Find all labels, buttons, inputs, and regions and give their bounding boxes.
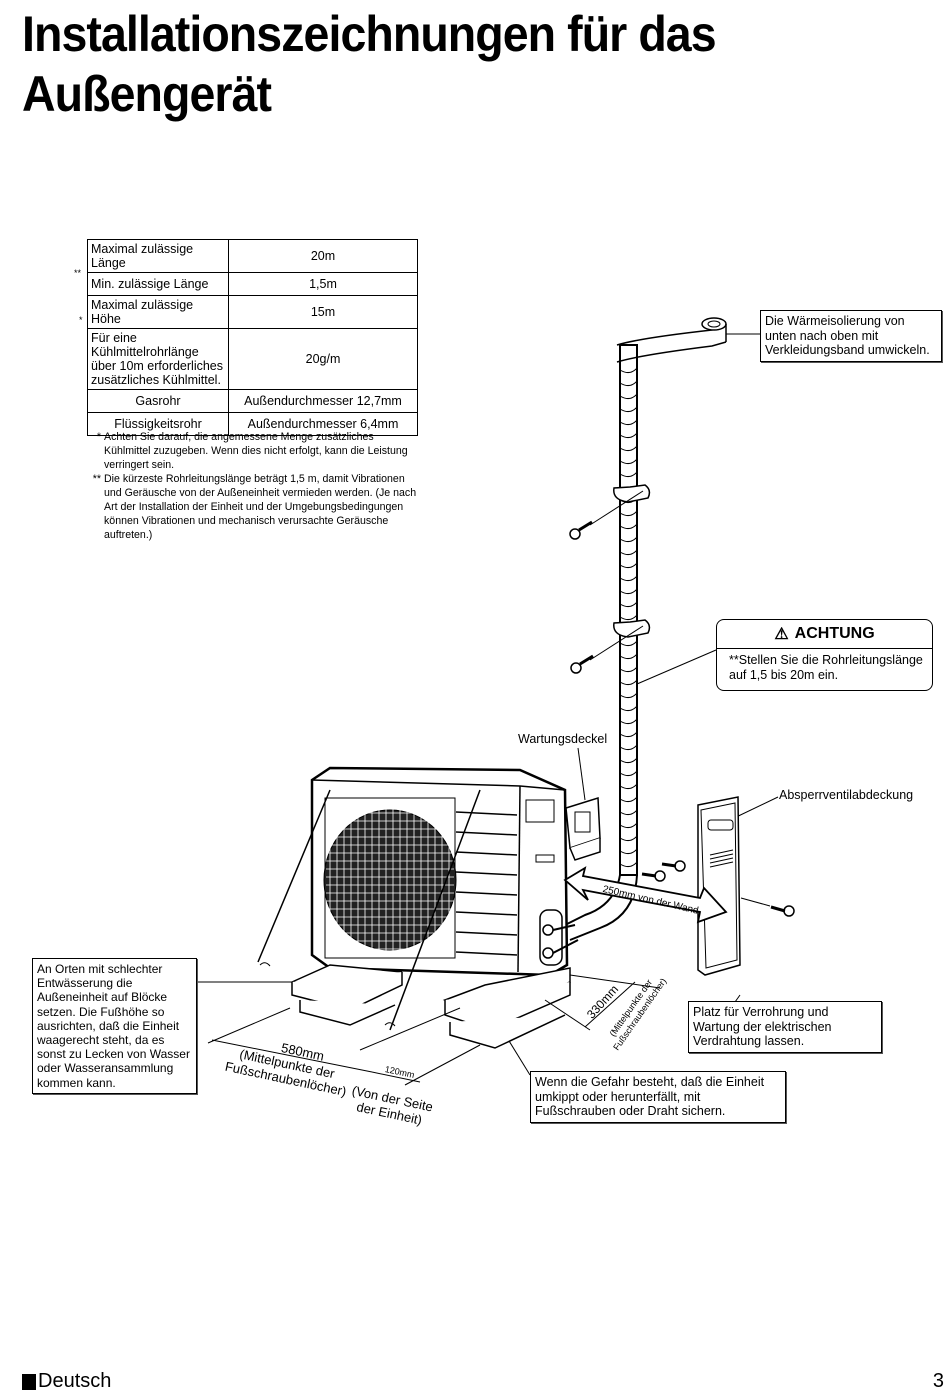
row-value: 20g/m	[228, 328, 418, 390]
table-row: Flüssigkeitsrohr Außendurchmesser 6,4mm	[87, 412, 418, 436]
pipe-wrap-line	[619, 510, 638, 517]
row-value: 1,5m	[228, 272, 418, 296]
space-callout: Platz für Verrohrung und Wartung der ele…	[688, 1001, 882, 1053]
pipe-wrap-line	[619, 445, 638, 452]
pipe-wrap-line	[619, 705, 638, 712]
pipe-wrap-line	[619, 744, 638, 751]
row-label: Min. zulässige Länge	[87, 272, 229, 296]
pipe-wrap-line	[619, 549, 638, 556]
pipe-wrap-line	[619, 575, 638, 582]
pipe-wrap-line	[619, 380, 638, 387]
service-cover-label: Wartungsdeckel	[518, 732, 608, 746]
pipe-wrap-line	[619, 406, 638, 413]
pipe-wrap-line	[619, 796, 638, 803]
footnote: * Achten Sie darauf, die angemessene Men…	[96, 431, 408, 471]
warning-box: ⚠ ACHTUNG **Stellen Sie die Rohrleitungs…	[716, 619, 933, 691]
pipe-wrap-line	[619, 848, 638, 855]
dimension-lines	[207, 789, 661, 1086]
side-panel-line	[455, 871, 518, 876]
pipe-wrap-line	[619, 458, 638, 465]
outdoor-unit-icon	[310, 766, 579, 977]
valve-cover-label: Absperrventilabdeckung	[779, 788, 914, 802]
pipe-spec-table: Maximal zulässige Länge 20m Min. zulässi…	[87, 239, 418, 436]
pipe-wrap-line	[619, 770, 638, 777]
warning-text: **Stellen Sie die Rohrleitungslänge auf …	[729, 653, 923, 682]
page-title: Installationszeichnungen für das Außenge…	[22, 6, 717, 122]
pipe-wrap-line	[619, 588, 638, 595]
footnote-mark: **	[74, 268, 82, 278]
pipe-wrap-line	[619, 861, 638, 868]
square-bullet-icon	[22, 1373, 36, 1390]
pipe-wrap-line	[619, 783, 638, 790]
insulation-callout: Die Wärmeisolierung von unten nach oben …	[760, 310, 942, 362]
row-value: 20m	[228, 239, 418, 273]
pipe-wrap-line	[619, 809, 638, 816]
pipe-wrap-line	[619, 731, 638, 738]
distance-arrow	[563, 866, 728, 924]
pipe-wrap-line	[619, 614, 638, 621]
pipe-wrap-line	[619, 562, 638, 569]
page-number: 3	[932, 1370, 944, 1392]
footnotes: * Achten Sie darauf, die angemessene Men…	[88, 430, 418, 542]
footnote: ** Die kürzeste Rohrleitungslänge beträg…	[92, 473, 417, 541]
row-label: Maximal zulässige Länge	[87, 239, 229, 273]
secure-callout: Wenn die Gefahr besteht, daß die Einheit…	[530, 1071, 786, 1123]
side-panel-line	[455, 811, 518, 816]
table-row: Gasrohr Außendurchmesser 12,7mm	[87, 389, 418, 413]
pipe-wrap-line	[619, 692, 638, 699]
row-label: Maximal zulässige Höhe	[87, 295, 229, 329]
pipe-wrap-line	[619, 653, 638, 660]
blocks-callout: An Orten mit schlechter Entwässerung die…	[32, 958, 197, 1094]
pipe-wrap-line	[619, 419, 638, 426]
service-cover-icon	[565, 796, 601, 861]
valve-cover-icon	[697, 796, 741, 976]
pipe-wrap-line	[619, 757, 638, 764]
pipe-wrap-line	[619, 601, 638, 608]
pipe-wrap-line	[619, 718, 638, 725]
pipe-wrap-line	[619, 679, 638, 686]
row-label: Flüssigkeitsrohr	[87, 412, 229, 436]
pipe-wrap-line	[619, 835, 638, 842]
pipe-wrap-line	[619, 432, 638, 439]
footnote-mark: *	[79, 315, 83, 325]
pipe-wrap-line	[619, 536, 638, 543]
warning-icon: ⚠	[774, 626, 789, 643]
side-panel-line	[455, 831, 518, 836]
pipe-wrap-line	[619, 640, 638, 647]
mounting-block-icon	[289, 964, 571, 1049]
warning-title: ACHTUNG	[794, 625, 875, 642]
table-row: Maximal zulässige Länge 20m	[87, 239, 418, 273]
pipe-wrap-line	[619, 666, 638, 673]
screw-icon	[569, 490, 795, 917]
pipe-wrap-line	[619, 367, 638, 374]
row-value: Außendurchmesser 12,7mm	[228, 389, 418, 413]
pipe-wrap-line	[619, 822, 638, 829]
row-value: Außendurchmesser 6,4mm	[228, 412, 418, 436]
table-row: Min. zulässige Länge 1,5m	[87, 272, 418, 296]
pipe-wrap-line	[619, 393, 638, 400]
pipe-wrap-line	[619, 471, 638, 478]
side-panel-line	[455, 951, 518, 956]
side-panel-line	[455, 931, 518, 936]
side-panel-line	[455, 891, 518, 896]
footer-language: Deutsch	[22, 1370, 111, 1393]
pipe-wrap-line	[619, 523, 638, 530]
side-panel-line	[455, 911, 518, 916]
pipe-clamp	[613, 484, 651, 638]
side-panel-line	[455, 851, 518, 856]
insulated-pipe	[564, 317, 727, 941]
